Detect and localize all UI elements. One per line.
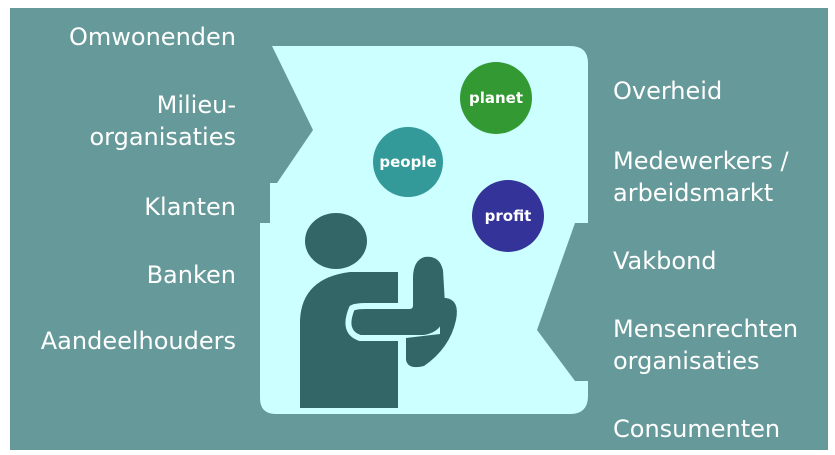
people-ball — [373, 127, 443, 197]
label-overheid: Overheid — [613, 77, 723, 105]
people-label: people — [379, 153, 436, 171]
person-forearm — [406, 298, 457, 368]
label-mensenrechten: Mensenrechten — [613, 315, 799, 343]
label-consumenten: Consumenten — [613, 415, 781, 443]
label-organisaties-1: organisaties — [89, 123, 236, 151]
profit-label: profit — [485, 207, 532, 225]
center-illustration: planet people profit — [260, 46, 588, 414]
profit-ball — [472, 180, 544, 252]
person-arm — [345, 250, 452, 341]
label-organisaties-2: organisaties — [613, 347, 760, 375]
label-omwonenden: Omwonenden — [69, 23, 236, 51]
label-banken: Banken — [146, 261, 236, 289]
label-vakbond: Vakbond — [613, 247, 717, 275]
planet-ball — [460, 62, 532, 134]
label-aandeelhouders: Aandeelhouders — [40, 327, 236, 355]
person-head — [305, 213, 367, 269]
label-klanten: Klanten — [144, 193, 236, 221]
label-milieu: Milieu- — [156, 91, 236, 119]
planet-label: planet — [469, 89, 523, 107]
label-arbeidsmarkt: arbeidsmarkt — [613, 179, 774, 207]
diagram-stage: Omwonenden Milieu- organisaties Klanten … — [10, 8, 828, 450]
label-medewerkers: Medewerkers / — [613, 147, 789, 175]
